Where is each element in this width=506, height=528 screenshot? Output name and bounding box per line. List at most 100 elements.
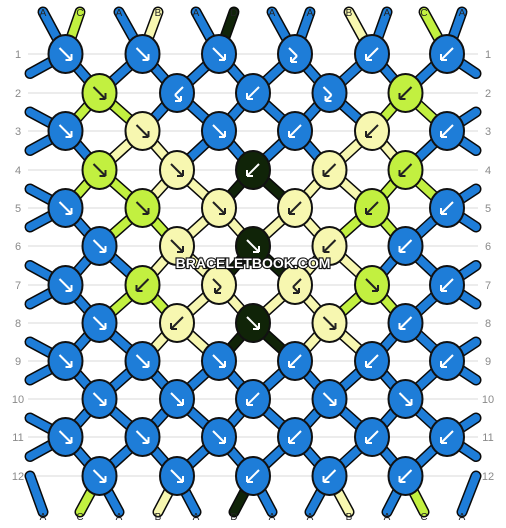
- strand-label-top: C: [420, 8, 427, 19]
- knot[interactable]: [387, 226, 424, 266]
- row-number-right: 12: [482, 471, 494, 483]
- knot[interactable]: [124, 265, 161, 305]
- row-number-right: 5: [485, 203, 491, 215]
- knot[interactable]: [277, 417, 313, 457]
- strand-label-top: C: [76, 8, 83, 19]
- knot[interactable]: [159, 73, 195, 113]
- knot[interactable]: [124, 34, 161, 74]
- knot[interactable]: [277, 341, 313, 381]
- knot[interactable]: [235, 150, 271, 190]
- knot[interactable]: [81, 150, 118, 190]
- knot-layer: [47, 34, 465, 496]
- knot[interactable]: [201, 417, 237, 457]
- knot[interactable]: [124, 417, 161, 457]
- knot[interactable]: [47, 417, 84, 457]
- knot[interactable]: [235, 303, 271, 343]
- knot[interactable]: [354, 34, 390, 74]
- thread-segment: [24, 470, 49, 518]
- row-number-right: 4: [485, 165, 491, 177]
- knot[interactable]: [311, 150, 348, 190]
- knot[interactable]: [81, 379, 118, 419]
- knot[interactable]: [277, 188, 313, 228]
- knot[interactable]: [201, 34, 237, 74]
- knot[interactable]: [81, 456, 118, 496]
- knot[interactable]: [47, 341, 84, 381]
- knot[interactable]: [387, 379, 424, 419]
- row-number-right: 1: [485, 49, 491, 61]
- knot[interactable]: [277, 265, 313, 305]
- knot[interactable]: [387, 456, 424, 496]
- knot[interactable]: [47, 265, 84, 305]
- strand-label-top: B: [155, 8, 162, 19]
- knot[interactable]: [387, 303, 424, 343]
- knot[interactable]: [277, 111, 313, 151]
- knot[interactable]: [311, 226, 348, 266]
- knot[interactable]: [311, 379, 348, 419]
- knot[interactable]: [235, 73, 271, 113]
- knot[interactable]: [81, 303, 118, 343]
- knot[interactable]: [159, 226, 195, 266]
- knot[interactable]: [235, 456, 271, 496]
- knot[interactable]: [429, 111, 465, 151]
- row-number-left: 12: [12, 471, 24, 483]
- knot[interactable]: [159, 456, 195, 496]
- knot[interactable]: [429, 265, 465, 305]
- knot[interactable]: [159, 150, 195, 190]
- strand-label-bottom: A: [116, 512, 123, 523]
- strand-label-bottom: A: [40, 512, 47, 523]
- knot[interactable]: [159, 303, 195, 343]
- strand-label-bottom: D: [230, 512, 237, 523]
- knot[interactable]: [354, 417, 390, 457]
- row-number-right: 3: [485, 126, 491, 138]
- knot[interactable]: [201, 111, 237, 151]
- knot[interactable]: [311, 456, 348, 496]
- row-number-left: 11: [12, 432, 23, 444]
- knot[interactable]: [201, 341, 237, 381]
- row-number-left: 7: [15, 280, 21, 292]
- thread-segment: [456, 470, 482, 518]
- row-number-right: 10: [482, 394, 494, 406]
- strand-label-bottom: C: [420, 512, 427, 523]
- knot[interactable]: [47, 188, 84, 228]
- knot[interactable]: [124, 111, 161, 151]
- knot[interactable]: [311, 73, 348, 113]
- knot[interactable]: [387, 73, 424, 113]
- knot[interactable]: [235, 226, 271, 266]
- row-number-right: 11: [482, 432, 493, 444]
- knot[interactable]: [235, 379, 271, 419]
- knot[interactable]: [124, 341, 161, 381]
- knot[interactable]: [387, 150, 424, 190]
- strand-label-top: A: [40, 8, 47, 19]
- knot[interactable]: [81, 73, 118, 113]
- row-number-left: 2: [15, 88, 21, 100]
- knot[interactable]: [81, 226, 118, 266]
- knot[interactable]: [277, 34, 313, 74]
- row-number-right: 6: [485, 241, 491, 253]
- knot[interactable]: [429, 417, 465, 457]
- knot[interactable]: [124, 188, 161, 228]
- knot[interactable]: [429, 188, 465, 228]
- knot[interactable]: [354, 265, 390, 305]
- knot[interactable]: [201, 188, 237, 228]
- strand-label-top: D: [230, 8, 237, 19]
- knot[interactable]: [429, 34, 465, 74]
- row-number-left: 9: [15, 356, 21, 368]
- row-number-right: 9: [485, 356, 491, 368]
- row-number-right: 8: [485, 318, 491, 330]
- knot[interactable]: [354, 341, 390, 381]
- knot[interactable]: [429, 341, 465, 381]
- knot[interactable]: [354, 188, 390, 228]
- knot[interactable]: [47, 111, 84, 151]
- knot[interactable]: [47, 34, 84, 74]
- strand-label-top: A: [307, 8, 314, 19]
- row-number-left: 1: [15, 49, 21, 61]
- knot[interactable]: [311, 303, 348, 343]
- knot[interactable]: [354, 111, 390, 151]
- strand-label-bottom: B: [155, 512, 162, 523]
- strand-label-top: A: [116, 8, 123, 19]
- row-number-right: 2: [485, 88, 491, 100]
- knot[interactable]: [201, 265, 237, 305]
- knot[interactable]: [159, 379, 195, 419]
